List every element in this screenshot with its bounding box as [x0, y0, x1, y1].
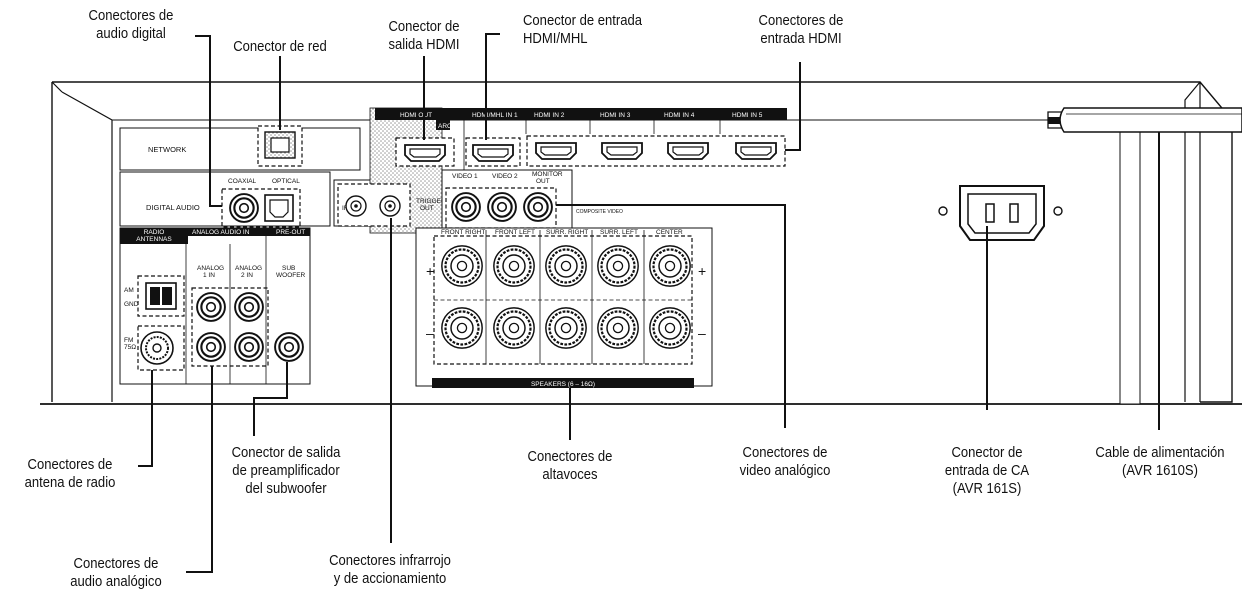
analog-audio-in-label: ANALOG AUDIO IN	[192, 229, 250, 236]
hdmi-out-port[interactable]	[404, 144, 446, 162]
hdmi-in-4-port[interactable]	[667, 142, 709, 160]
front-right-label: FRONT RIGHT	[441, 229, 485, 236]
callout-speakers: Conectores de altavoces	[527, 449, 613, 483]
gnd-label: GND	[124, 301, 139, 308]
ac-inlet	[938, 185, 1063, 241]
arc-label: ARC	[438, 123, 452, 130]
hdmi-in-5-label: HDMI IN 5	[732, 112, 763, 119]
surr-right-label: SURR. RIGHT	[546, 229, 588, 236]
optical-label: OPTICAL	[272, 178, 300, 185]
hdmi-mhl-in-1-label: HDMI/MHL IN 1	[472, 112, 518, 119]
center-negative-post[interactable]	[648, 306, 692, 350]
front-left-label: FRONT LEFT	[495, 229, 535, 236]
analog-1-in-left-jack[interactable]	[196, 292, 226, 322]
surr-right-negative-post[interactable]	[544, 306, 588, 350]
speakers-section: SPEAKERS (6 – 16Ω) + + – – FRONT RIGHT F…	[415, 227, 713, 388]
hdmi-mhl-in-port[interactable]	[472, 144, 514, 162]
coaxial-jack[interactable]	[229, 193, 259, 223]
network-label: NETWORK	[148, 145, 186, 154]
hdmi-in-3-label: HDMI IN 3	[600, 112, 631, 119]
analog-2-in-left-jack[interactable]	[234, 292, 264, 322]
callout-leader-lines	[138, 33, 1160, 573]
surr-right-positive-post[interactable]	[544, 244, 588, 288]
callout-ir-trigger: Conectores infrarrojo y de accionamiento	[329, 553, 451, 587]
front-left-positive-post[interactable]	[492, 244, 536, 288]
callout-analog-audio: Conectores de audio analógico	[70, 556, 162, 590]
surr-left-positive-post[interactable]	[596, 244, 640, 288]
analog-2-in-right-jack[interactable]	[234, 332, 264, 362]
center-positive-post[interactable]	[648, 244, 692, 288]
callout-ac-input: Conector de entrada de CA (AVR 161S)	[944, 445, 1030, 497]
chassis	[40, 81, 1242, 405]
hdmi-in-2-label: HDMI IN 2	[534, 112, 565, 119]
surr-left-label: SURR. LEFT	[600, 229, 638, 236]
power-cable	[1047, 107, 1242, 133]
callout-sub-preout: Conector de salida de preamplificador de…	[231, 445, 341, 497]
minus-left: –	[426, 325, 434, 341]
plus-right: +	[698, 263, 706, 279]
center-label: CENTER	[656, 229, 683, 236]
callout-digital-audio: Conectores de audio digital	[88, 8, 174, 42]
callout-network: Conector de red	[233, 39, 327, 55]
hdmi-out-label: HDMI OUT	[400, 112, 432, 119]
callout-hdmi-in: Conectores de entrada HDMI	[758, 13, 844, 47]
digital-audio-label: DIGITAL AUDIO	[146, 203, 200, 212]
am-label: AM	[124, 287, 134, 294]
minus-right: –	[698, 325, 706, 341]
callout-radio-antenna: Conectores de antena de radio	[24, 457, 116, 491]
hdmi-in-3-port[interactable]	[601, 142, 643, 160]
monitor-out-jack[interactable]	[523, 192, 553, 222]
front-right-positive-post[interactable]	[440, 244, 484, 288]
video-1-label: VIDEO 1	[452, 173, 478, 180]
network-section: NETWORK	[119, 125, 361, 171]
callout-analog-video: Conectores de video analógico	[739, 445, 831, 479]
video-1-jack[interactable]	[451, 192, 481, 222]
hdmi-in-5-port[interactable]	[735, 142, 777, 160]
digital-audio-section: COAXIAL OPTICAL DIGITAL AUDIO	[119, 171, 331, 228]
hdmi-in-4-label: HDMI IN 4	[664, 112, 695, 119]
coaxial-label: COAXIAL	[228, 178, 257, 185]
composite-video-label: COMPOSITE VIDEO	[576, 209, 623, 215]
subwoofer-preout-jack[interactable]	[274, 332, 304, 362]
speakers-ohm-label: SPEAKERS (6 – 16Ω)	[531, 381, 595, 388]
front-right-negative-post[interactable]	[440, 306, 484, 350]
analog-1-in-right-jack[interactable]	[196, 332, 226, 362]
hdmi-section: HDMI OUT HDMI/MHL IN 1 HDMI IN 2 HDMI IN…	[375, 108, 787, 170]
surr-left-negative-post[interactable]	[596, 306, 640, 350]
callout-hdmi-mhl-in: Conector de entrada HDMI/MHL	[523, 13, 642, 47]
callout-hdmi-out: Conector de salida HDMI	[388, 19, 460, 53]
front-left-negative-post[interactable]	[492, 306, 536, 350]
video-2-jack[interactable]	[487, 192, 517, 222]
hdmi-in-2-port[interactable]	[535, 142, 577, 160]
video-2-label: VIDEO 2	[492, 173, 518, 180]
plus-left: +	[426, 263, 434, 279]
callout-power-cable: Cable de alimentación (AVR 1610S)	[1095, 445, 1225, 479]
pre-out-label: PRE-OUT	[276, 229, 305, 236]
